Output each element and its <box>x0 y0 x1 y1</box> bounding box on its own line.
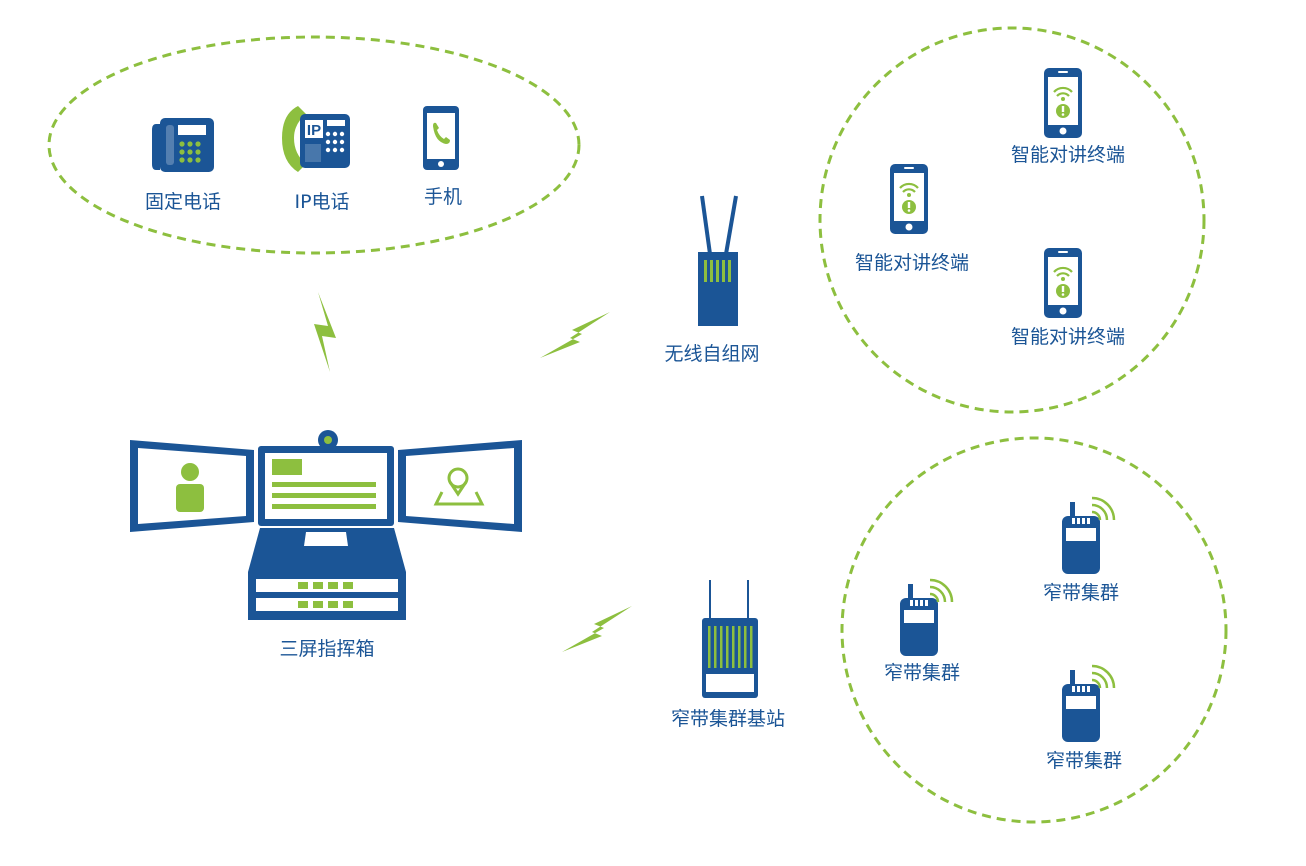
walkie-talkie-icon-1 <box>1060 496 1116 576</box>
wireless-mesh-label: 无线自组网 <box>664 343 760 365</box>
command-box-icon <box>130 430 522 620</box>
command-box-label: 三屏指挥箱 <box>279 638 375 660</box>
ip-phone-label: IP电话 <box>294 191 350 213</box>
base-station-label: 窄带集群基站 <box>670 708 786 730</box>
lightning-icon-top <box>314 292 336 372</box>
smart-terminal-icon-2 <box>888 162 930 236</box>
smart-terminal-label-3: 智能对讲终端 <box>1010 326 1126 348</box>
desk-phone-icon <box>152 118 214 172</box>
wireless-group-outline <box>818 26 1206 414</box>
smart-terminal-icon-1 <box>1042 66 1084 140</box>
smart-terminal-icon-3 <box>1042 246 1084 320</box>
mobile-phone-label: 手机 <box>423 186 463 208</box>
narrowband-group-outline <box>840 436 1228 824</box>
walkie-talkie-icon-2 <box>898 578 954 658</box>
mobile-phone-icon <box>423 106 459 170</box>
phones-group-outline <box>47 35 581 255</box>
narrowband-terminal-label-3: 窄带集群 <box>1045 750 1123 772</box>
ip-badge-text: IP <box>307 122 321 139</box>
fixed-phone-label: 固定电话 <box>144 191 222 213</box>
smart-terminal-label-1: 智能对讲终端 <box>1010 144 1126 166</box>
walkie-talkie-icon-3 <box>1060 664 1116 744</box>
smart-terminal-label-2: 智能对讲终端 <box>854 252 970 274</box>
mesh-radio-icon <box>698 195 738 326</box>
narrowband-terminal-label-1: 窄带集群 <box>1042 582 1120 604</box>
narrowband-terminal-label-2: 窄带集群 <box>883 662 961 684</box>
lightning-icon-wireless <box>540 312 610 358</box>
ip-phone-icon: IP <box>282 106 350 172</box>
lightning-icon-narrowband <box>562 606 632 652</box>
base-station-icon <box>702 580 758 698</box>
